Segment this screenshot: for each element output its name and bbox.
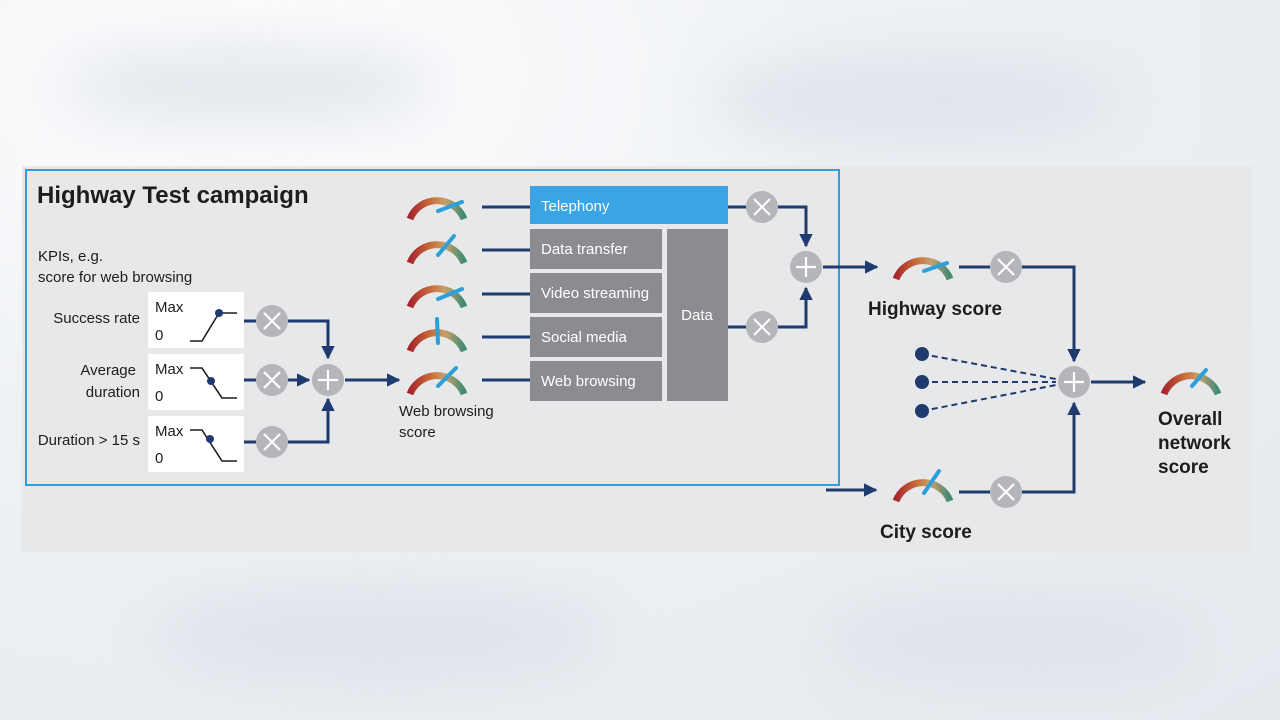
plus-icon	[1056, 364, 1092, 400]
plus-icon	[788, 249, 824, 285]
network-score-diagram: Highway Test campaign KPIs, e.g. score f…	[25, 169, 1231, 543]
service-box-telephony	[530, 186, 728, 224]
dot-icon	[915, 404, 929, 418]
step-curve-icon	[190, 429, 237, 462]
service-label-social-media: Social media	[541, 329, 628, 346]
kpi-label-average-line2: duration	[86, 384, 140, 401]
step-curve-icon	[190, 312, 237, 342]
gauge-icon-social-media	[410, 311, 464, 351]
service-label-web-browsing: Web browsing	[541, 373, 636, 390]
gauge-icon-data-transfer	[410, 223, 464, 263]
multiply-icon	[744, 309, 780, 345]
overall-score-line3: score	[1158, 457, 1209, 478]
gauge-icon-city-score	[896, 461, 950, 501]
web-browsing-score-line2: score	[399, 424, 436, 441]
kpi-curve-box-success-rate: Max 0	[148, 292, 244, 348]
kpi-intro-line1: KPIs, e.g.	[38, 248, 103, 265]
svg-text:0: 0	[155, 388, 163, 405]
multiply-icon	[254, 362, 290, 398]
gauge-icon-highway-score	[896, 239, 950, 279]
gauge-icon-overall-score	[1164, 354, 1218, 394]
service-label-video-streaming: Video streaming	[541, 285, 649, 302]
svg-text:Max: Max	[155, 299, 184, 316]
plus-icon	[310, 362, 346, 398]
multiply-icon	[988, 249, 1024, 285]
service-label-telephony: Telephony	[541, 198, 610, 215]
multiply-icon	[254, 424, 290, 460]
campaign-title: Highway Test campaign	[37, 182, 309, 209]
diagram-panel: Highway Test campaign KPIs, e.g. score f…	[22, 166, 1252, 552]
multiply-icon	[254, 303, 290, 339]
multiply-icon	[744, 189, 780, 225]
svg-text:0: 0	[155, 450, 163, 467]
svg-text:0: 0	[155, 327, 163, 344]
service-box-video-streaming	[530, 273, 662, 313]
service-box-data-transfer	[530, 229, 662, 269]
kpi-label-average-line1: Average	[80, 362, 136, 379]
highway-score-label: Highway score	[868, 299, 1002, 320]
dot-icon	[915, 375, 929, 389]
service-label-data-transfer: Data transfer	[541, 241, 628, 258]
overall-score-line1: Overall	[1158, 409, 1222, 430]
kpi-intro-line2: score for web browsing	[38, 269, 192, 286]
dot-icon	[915, 347, 929, 361]
svg-text:Max: Max	[155, 361, 184, 378]
service-label-data-group: Data	[681, 307, 713, 324]
service-box-web-browsing	[530, 361, 662, 401]
city-score-label: City score	[880, 522, 972, 543]
gauge-icon-telephony	[410, 179, 464, 219]
kpi-label-duration-15s: Duration > 15 s	[38, 432, 140, 449]
kpi-curve-box-average-duration: Max 0	[148, 354, 244, 410]
service-box-social-media	[530, 317, 662, 357]
svg-text:Max: Max	[155, 423, 184, 440]
kpi-label-success-rate: Success rate	[53, 310, 140, 327]
overall-score-line2: network	[1158, 433, 1231, 454]
campaign-frame	[25, 169, 840, 486]
service-box-data-group	[667, 229, 728, 401]
kpi-curve-box-duration-15s: Max 0	[148, 416, 244, 472]
gauge-icon-video-streaming	[410, 267, 464, 307]
gauge-icon-web-browsing	[410, 354, 464, 394]
web-browsing-score-line1: Web browsing	[399, 403, 494, 420]
multiply-icon	[988, 474, 1024, 510]
